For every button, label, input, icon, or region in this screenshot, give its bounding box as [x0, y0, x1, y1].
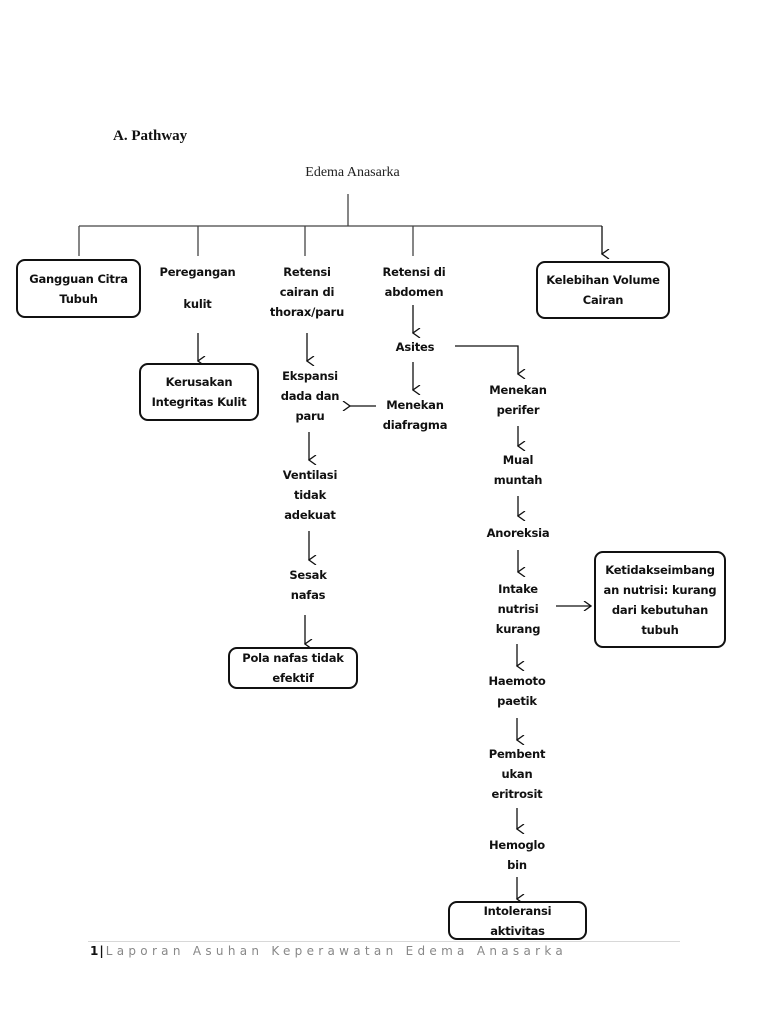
node-text-line: paetik [497, 694, 537, 708]
node-text-line: Hemoglo [489, 838, 545, 852]
node-text-line: nafas [290, 588, 326, 602]
node-text-line: perifer [496, 403, 540, 417]
node-text-line: dada dan [280, 389, 340, 403]
page-number: 1 [90, 944, 100, 958]
node-text-line: eritrosit [491, 787, 543, 801]
node-text-line: Gangguan Citra [29, 271, 128, 286]
arrow-asites-perifer [455, 345, 518, 374]
node-text-line: Mual [502, 453, 534, 467]
node-asites: Asites [395, 340, 435, 354]
node-text-line: Ekspansi [282, 369, 338, 383]
node-retensi-thorax: Retensi cairan di thorax/paru [257, 262, 357, 322]
node-text-line: dari kebutuhan [611, 602, 709, 617]
node-text-line: tidak [293, 488, 327, 502]
node-mual-muntah: Mual muntah [473, 450, 563, 490]
box-intoleransi-aktivitas: Intoleransi aktivitas [448, 901, 587, 940]
node-text-line: Sesak [289, 568, 327, 582]
node-menekan-perifer: Menekan perifer [473, 380, 563, 420]
node-text-line: Retensi [283, 265, 331, 279]
node-text-line: adekuat [284, 508, 336, 522]
node-text-line: Ketidakseimbang [605, 562, 715, 577]
node-text-line: nutrisi [497, 602, 539, 616]
node-text-line: Cairan [582, 293, 624, 307]
node-text-line: Pembent [488, 747, 546, 761]
node-ventilasi-tidak-adekuat: Ventilasi tidak adekuat [265, 465, 355, 525]
node-haemotopoetik: Haemoto paetik [472, 671, 562, 711]
node-text-line: Menekan [489, 383, 547, 397]
node-text-line: kulit [183, 297, 212, 311]
node-text-line: Kerusakan [165, 375, 233, 389]
node-pembentukan-eritrosit: Pembent ukan eritrosit [472, 744, 562, 804]
node-text-line: an nutrisi: kurang [603, 582, 717, 597]
node-text-line: paru [295, 409, 325, 423]
footer-title: Laporan Asuhan Keperawatan Edema Anasark… [105, 944, 568, 958]
node-text-line: abdomen [384, 285, 444, 299]
footer-separator: | [99, 944, 106, 958]
node-menekan-diafragma: Menekan diafragma [370, 395, 460, 435]
node-text-line: Kelebihan Volume [546, 273, 660, 287]
node-text-line: Menekan [386, 398, 444, 412]
node-peregangan-kulit: Peregangan kulit [150, 262, 245, 314]
node-text-line: muntah [493, 473, 543, 487]
node-text-line: Tubuh [59, 291, 98, 306]
node-text-line: Integritas Kulit [151, 395, 247, 409]
node-text-line: diafragma [382, 418, 448, 432]
node-text-line: Ventilasi [282, 468, 338, 482]
node-text-line: bin [507, 858, 527, 872]
node-text-line: Retensi di [382, 265, 446, 279]
box-ketidakseimbangan-nutrisi: Ketidakseimbang an nutrisi: kurang dari … [594, 551, 726, 648]
box-pola-nafas-tidak-efektif: Pola nafas tidak efektif [228, 647, 358, 689]
node-text-line: thorax/paru [269, 305, 345, 319]
node-text-line: Haemoto [488, 674, 546, 688]
section-heading: A. Pathway [113, 128, 188, 144]
node-sesak-nafas: Sesak nafas [263, 565, 353, 605]
node-ekspansi-dada-paru: Ekspansi dada dan paru [265, 366, 355, 426]
node-text-line: kurang [495, 622, 541, 636]
footer-divider [88, 941, 680, 942]
node-text-line: cairan di [279, 285, 335, 299]
node-text-line: Intake [498, 582, 538, 596]
root-node-edema-anasarka: Edema Anasarka [305, 165, 400, 180]
node-text-line: ukan [501, 767, 533, 781]
node-hemoglobin: Hemoglo bin [472, 835, 562, 875]
page-footer: 1|Laporan Asuhan Keperawatan Edema Anasa… [90, 944, 567, 958]
node-text-line: tubuh [641, 622, 679, 637]
node-text-line: Peregangan [159, 265, 236, 279]
node-anoreksia: Anoreksia [486, 526, 550, 540]
node-retensi-abdomen: Retensi di abdomen [365, 262, 463, 302]
node-intake-nutrisi-kurang: Intake nutrisi kurang [473, 579, 563, 639]
